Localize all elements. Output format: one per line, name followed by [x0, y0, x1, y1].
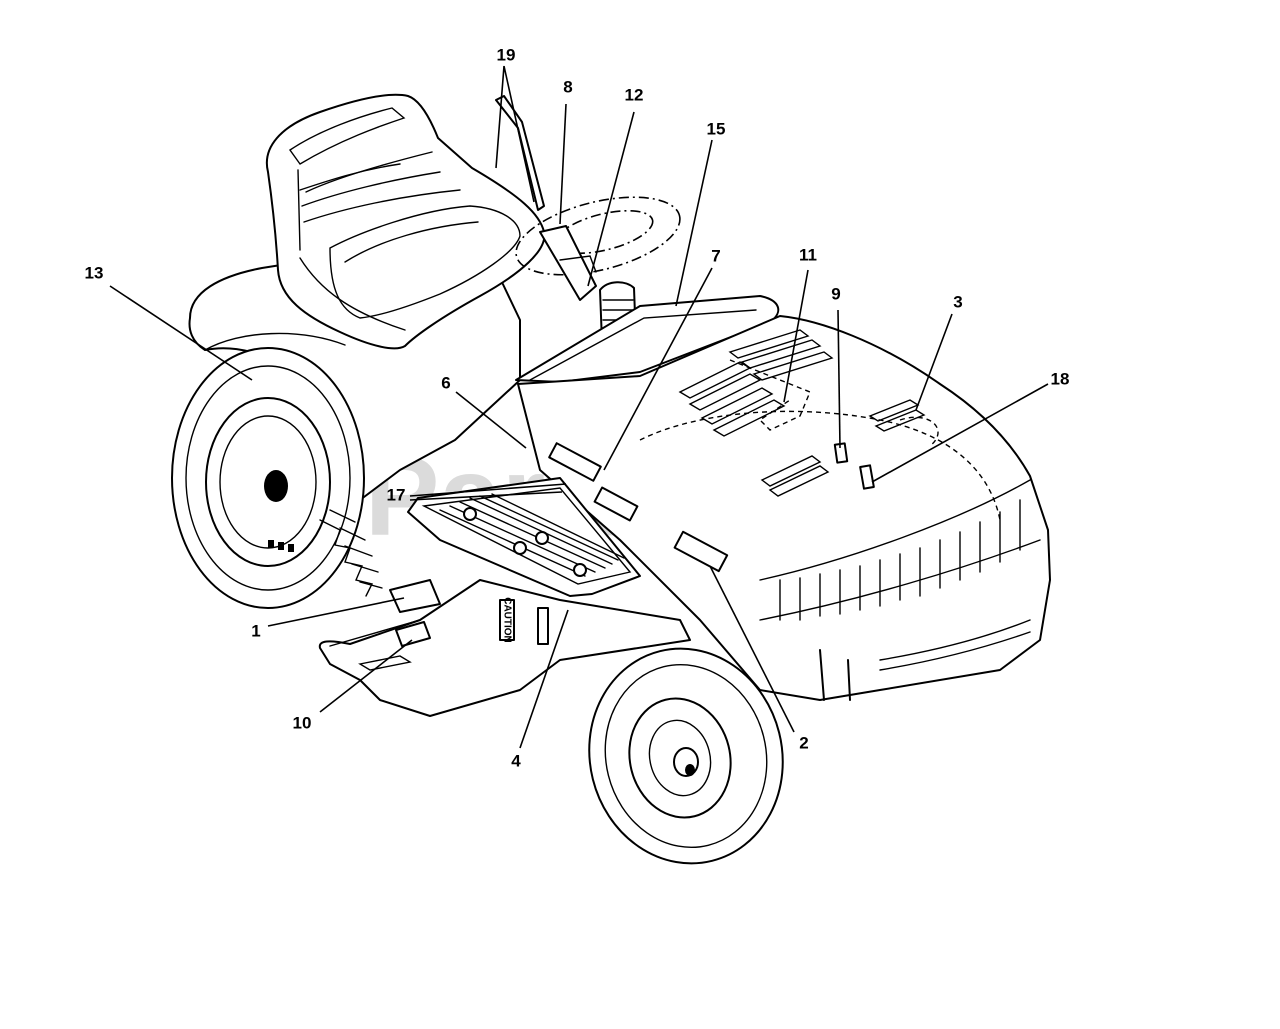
callout-6: 6 [441, 373, 450, 392]
decal-1 [389, 579, 441, 613]
leader-lines [109, 65, 1049, 749]
decal-2 [673, 530, 729, 573]
seat [265, 93, 546, 350]
callout-9: 9 [831, 284, 840, 303]
callout-18: 18 [1051, 369, 1070, 388]
caution-decal-box [499, 599, 515, 641]
footrest [407, 477, 641, 597]
decal-2a [593, 486, 639, 522]
decal-10 [395, 621, 431, 647]
callout-7: 7 [711, 246, 720, 265]
tractor-illustration: CAUTION [171, 93, 1051, 865]
hood [517, 315, 1051, 701]
callout-15: 15 [707, 119, 726, 138]
callout-labels: 1 2 3 4 6 7 8 9 10 11 12 13 15 17 18 19 [85, 45, 1070, 770]
callout-10: 10 [293, 713, 312, 732]
callout-19: 19 [497, 45, 516, 64]
callout-11: 11 [799, 245, 817, 264]
decal-7 [548, 442, 602, 482]
callout-12: 12 [625, 85, 644, 104]
decal-18 [859, 464, 875, 490]
callout-17: 17 [387, 485, 406, 504]
callout-8: 8 [563, 77, 572, 96]
caution-decal-text: CAUTION [501, 597, 512, 643]
front-wheel [588, 647, 784, 865]
callout-2: 2 [799, 733, 808, 752]
callout-3: 3 [953, 292, 962, 311]
callout-13: 13 [85, 263, 104, 282]
callout-1: 1 [251, 621, 260, 640]
callout-4: 4 [511, 751, 521, 770]
decal-9 [833, 442, 849, 464]
rear-wheel [171, 347, 383, 609]
dash-panel [515, 295, 780, 383]
mower-deck: CAUTION [318, 579, 691, 717]
